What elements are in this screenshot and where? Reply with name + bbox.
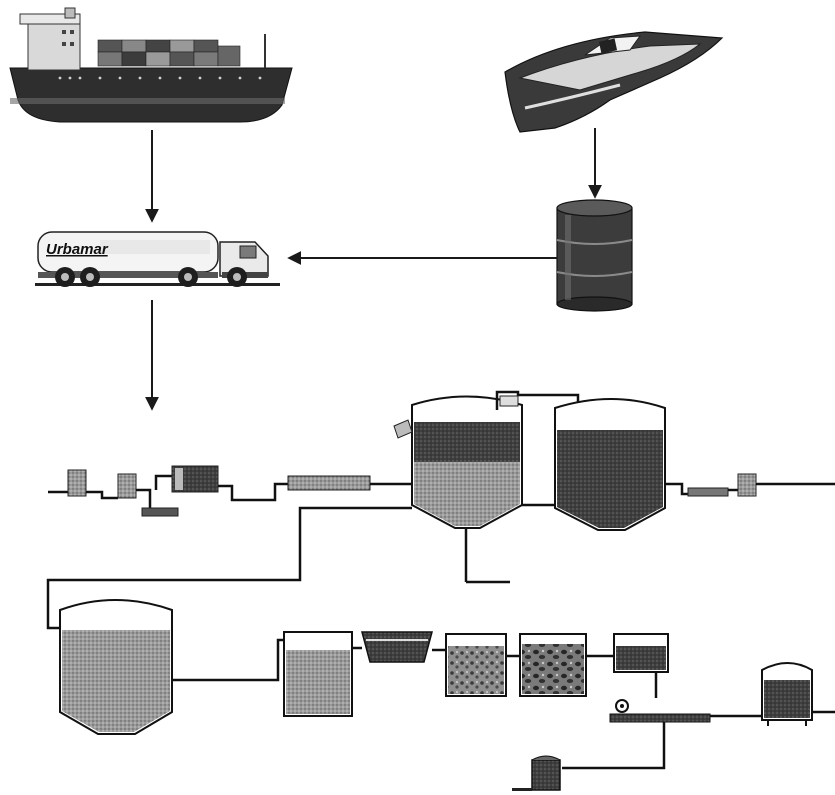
truck-label: Urbamar: [46, 241, 109, 258]
final-tank: [613, 633, 669, 673]
storage-tank: [59, 599, 173, 735]
tanker-truck: Urbamar: [35, 231, 280, 287]
cargo-ship: [9, 7, 293, 123]
water-tank: [283, 631, 353, 717]
plant-lower-row: [59, 599, 835, 791]
final-storage-tank: [761, 662, 813, 726]
settling-tank-1: [393, 395, 523, 584]
transfer-pump: [141, 507, 179, 517]
outlet-meter: [737, 473, 757, 497]
strainer-2: [117, 473, 137, 499]
filter-unit: [287, 475, 371, 491]
speed-boat: [504, 31, 724, 133]
oil-barrel: [556, 199, 633, 312]
ship-containers: [97, 39, 241, 67]
plant-upper-row: [48, 390, 835, 584]
filter-bed-1: [445, 633, 507, 697]
pipe-to-storage: [46, 506, 412, 630]
outlet-pump: [687, 487, 729, 497]
small-drum: [512, 755, 561, 791]
truck-wheels: [55, 267, 247, 287]
strainer-1: [67, 469, 87, 497]
separator-trough: [361, 631, 433, 663]
settling-tank-2: [554, 398, 666, 531]
flow-arrows: [145, 128, 602, 411]
filter-bed-2: [519, 633, 587, 697]
discharge-manifold: [609, 713, 711, 723]
